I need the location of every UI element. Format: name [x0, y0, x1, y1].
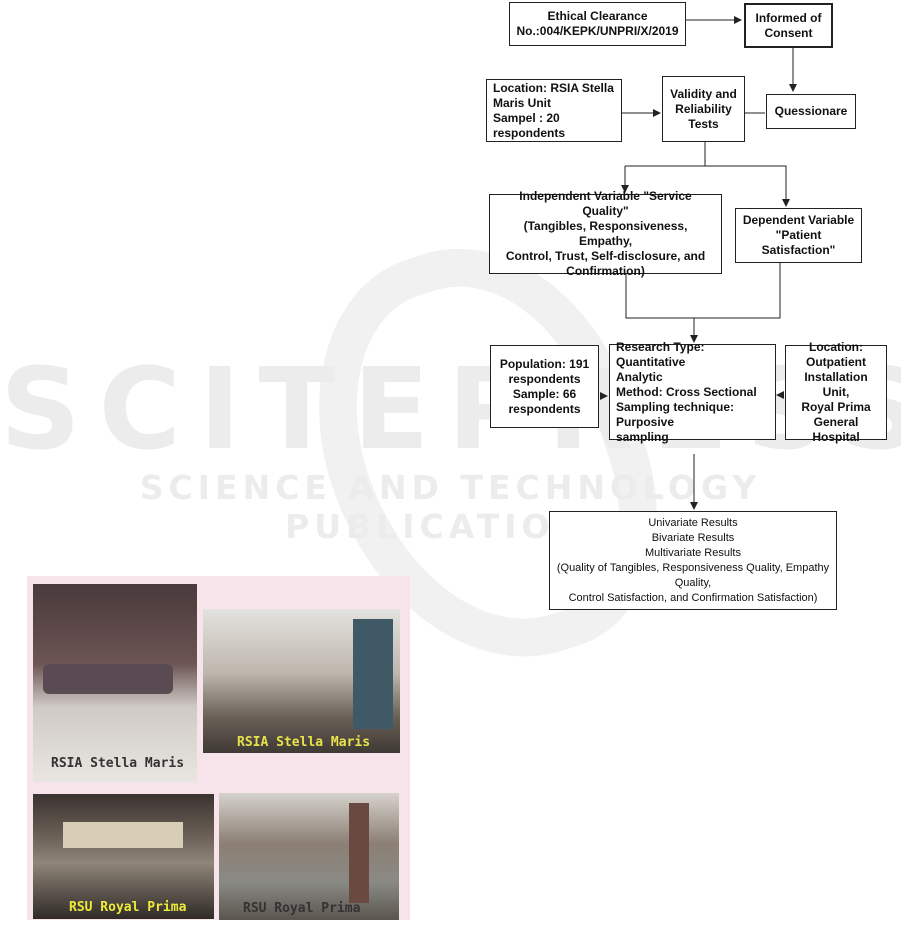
- location-stella-box: Location: RSIA Stella Maris Unit Sampel …: [486, 79, 622, 142]
- ethical-clearance-box: Ethical Clearance No.:004/KEPK/UNPRI/X/2…: [509, 2, 686, 46]
- line-variables-join: [625, 262, 781, 319]
- royal-lobby-photo: RSU Royal Prima: [33, 794, 214, 919]
- stella-waiting-room-photo: RSIA Stella Maris: [33, 584, 197, 782]
- informed-consent-box: Informed of Consent: [744, 3, 833, 48]
- royal-caption-1: RSU Royal Prima: [69, 900, 187, 915]
- stella-caption-2: RSIA Stella Maris: [237, 735, 371, 750]
- stella-hallway-photo: RSIA Stella Maris: [203, 609, 400, 753]
- validity-tests-box: Validity and Reliability Tests: [662, 76, 745, 142]
- independent-variable-box: Independent Variable "Service Quality" (…: [489, 189, 722, 278]
- location-royal-box: Location: Outpatient Installation Unit, …: [785, 340, 887, 444]
- waiting-chairs: [43, 664, 173, 694]
- results-box: Univariate Results Bivariate Results Mul…: [549, 511, 837, 610]
- royal-corridor-photo: RSU Royal Prima: [219, 793, 399, 920]
- questionnaire-box: Quessionare: [766, 94, 856, 129]
- line-tests-split: [625, 142, 706, 167]
- research-type-box: Research Type: Quantitative Analytic Met…: [609, 340, 776, 444]
- royal-caption-2: RSU Royal Prima: [243, 901, 361, 916]
- hospital-photo-collage: RSIA Stella Maris RSIA Stella Maris RSU …: [27, 576, 410, 920]
- corridor-pillar: [349, 803, 369, 903]
- stella-caption-1: RSIA Stella Maris: [51, 756, 185, 771]
- arrow-to-dependent: [705, 165, 790, 207]
- population-box: Population: 191 respondents Sample: 66 r…: [490, 345, 599, 428]
- lobby-windows: [63, 822, 183, 848]
- glass-door: [353, 619, 393, 729]
- dependent-variable-box: Dependent Variable "Patient Satisfaction…: [735, 208, 862, 263]
